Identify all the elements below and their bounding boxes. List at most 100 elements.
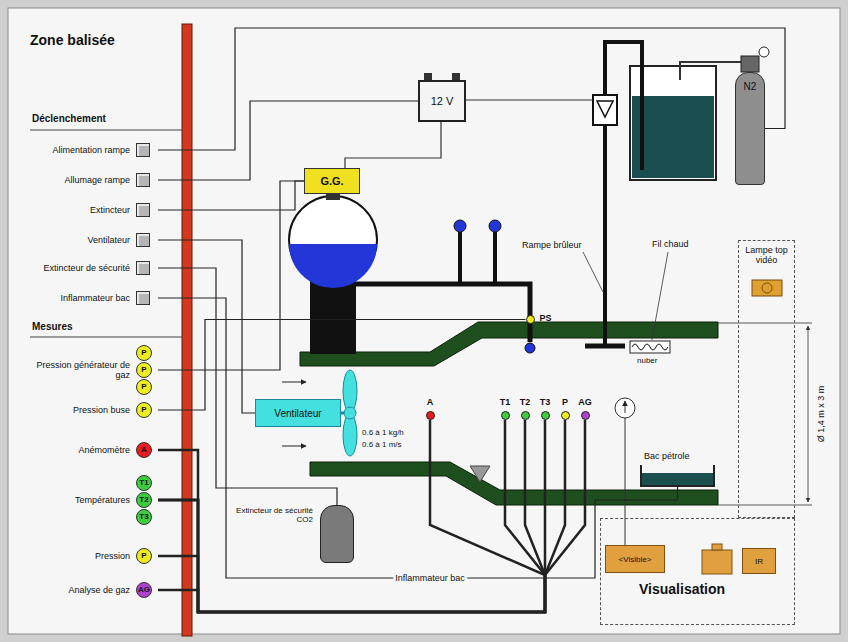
node-label: Ventilateur <box>87 235 130 245</box>
part-label: nuber <box>637 356 657 365</box>
push-button <box>136 203 150 217</box>
dimension-line <box>808 326 809 502</box>
node-label: Anémomètre <box>78 445 130 455</box>
trigger-item: Alimentation rampe <box>28 142 158 158</box>
wire-connector <box>158 181 304 370</box>
sensor-point: T2 <box>521 411 530 420</box>
node-label: G.G. <box>320 175 343 187</box>
flow-valve <box>597 101 613 117</box>
sensor-symbol: AG <box>136 582 152 598</box>
node-label: Extincteur <box>90 205 130 215</box>
fan-hub <box>344 407 356 419</box>
tunnel-wall <box>300 322 718 366</box>
sensor-symbol: T3 <box>136 509 152 525</box>
section-heading: Mesures <box>32 321 73 332</box>
camera: IR <box>742 548 776 574</box>
camera <box>702 550 732 574</box>
wire-connector <box>158 28 785 150</box>
node-label: P <box>562 397 568 407</box>
measure-item: PressionP <box>28 547 158 566</box>
wire-connector <box>158 420 545 612</box>
burner-ramp <box>585 344 625 349</box>
node-label: Pression buse <box>73 405 130 415</box>
trigger-item: Ventilateur <box>28 232 158 248</box>
node-label: Analyse de gaz <box>68 585 130 595</box>
header-rule <box>30 337 182 338</box>
node-label: Alimentation rampe <box>52 145 130 155</box>
fan-blade <box>343 414 357 456</box>
hot-wire-coil <box>632 344 668 350</box>
part-label: Rampe brûleur <box>522 240 582 250</box>
n2-pipe <box>680 62 741 80</box>
dimension-line <box>718 323 812 505</box>
nozzle <box>489 220 501 232</box>
push-button <box>136 291 150 305</box>
gas-generator: G.G. <box>304 168 360 194</box>
trigger-item: Inflammateur bac <box>28 290 158 306</box>
gauge <box>759 47 769 57</box>
node-label: T2 <box>520 397 531 407</box>
node-label: T1 <box>500 397 511 407</box>
fuel-liquid <box>632 96 714 178</box>
wire-connector <box>158 420 545 612</box>
flow-arrow <box>282 446 306 447</box>
node-label: <Visible> <box>619 555 652 564</box>
generator-liquid <box>289 244 377 288</box>
regulator <box>741 56 759 72</box>
camera <box>712 544 722 550</box>
camera: <Visible> <box>605 545 665 573</box>
trigger-item: Extincteur de sécurité <box>28 260 158 276</box>
sensor-symbol: P <box>136 379 152 395</box>
node-label: 12 V <box>431 95 454 107</box>
sensor-point: P <box>561 411 570 420</box>
sensor-symbol: P <box>136 548 152 564</box>
burner-pipe <box>603 125 607 344</box>
sensor-point: A <box>426 411 435 420</box>
push-button <box>136 143 150 157</box>
node-label: T3 <box>540 397 551 407</box>
push-button <box>136 261 150 275</box>
trigger-item: Extincteur <box>28 202 158 218</box>
sensor-point: T3 <box>541 411 550 420</box>
battery: 12 V <box>418 80 466 122</box>
node-label: Inflammateur bac <box>60 293 130 303</box>
sensor-symbol: T2 <box>136 492 152 508</box>
wire-connector <box>158 420 585 612</box>
wire-connector <box>158 101 418 180</box>
sensor-symbol: P <box>136 362 152 378</box>
node-label: IR <box>755 557 763 566</box>
measure-item: AnémomètreA <box>28 441 158 460</box>
measure-item: TempératuresT1T2T3 <box>28 474 158 527</box>
wire <box>345 122 441 168</box>
node-label: Ventilateur <box>274 408 321 419</box>
sensor-symbol: P <box>136 402 152 418</box>
node-label: N2 <box>744 81 757 92</box>
node-label: Bac pétrole <box>644 451 690 461</box>
measure-item: Pression buse P <box>28 401 158 420</box>
flow-valve <box>593 95 617 125</box>
wire-connector <box>158 420 545 612</box>
funnel <box>470 466 490 482</box>
gas-bottle: N2 <box>735 72 765 185</box>
node-label: Pression générateur de gaz <box>28 360 130 381</box>
sensor-point: T1 <box>501 411 510 420</box>
fan-blade <box>343 370 357 412</box>
sensor-point: AG <box>581 411 590 420</box>
node-label: Visualisation <box>639 581 725 597</box>
frame <box>8 8 840 634</box>
push-button <box>136 173 150 187</box>
video-lamp <box>762 283 772 293</box>
generator-neck <box>326 194 340 200</box>
battery-terminal <box>424 73 432 80</box>
part-label: 0.6 à 1 m/s <box>362 440 402 449</box>
node-label: Températures <box>75 495 130 505</box>
camera-target <box>625 401 626 413</box>
extinguisher: Extincteur de sécurité CO2 <box>320 505 354 563</box>
nozzle <box>454 220 466 232</box>
nozzle <box>525 343 535 353</box>
sensor-symbol: P <box>136 345 152 361</box>
sensor-point: PS <box>526 315 535 324</box>
node-label: PS <box>540 313 552 323</box>
node-label: Extincteur de sécurité <box>43 263 130 273</box>
tunnel-wall <box>310 462 718 505</box>
